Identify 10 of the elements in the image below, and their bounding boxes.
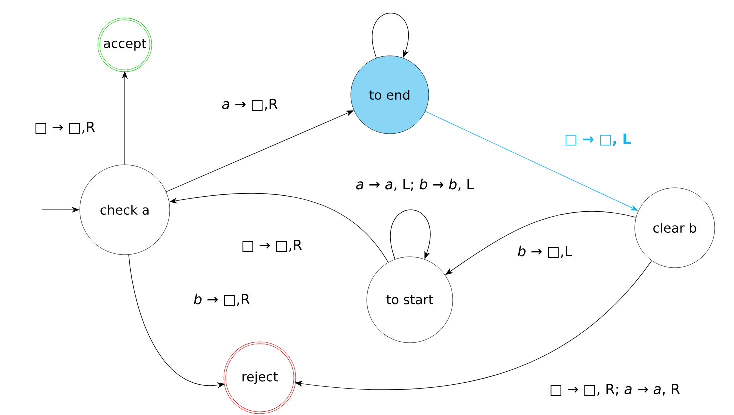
edge-label: a → □,R — [220, 98, 280, 112]
edge-label: □ → □, R; a → a, R — [548, 383, 682, 397]
edge-label: □ → □, L — [564, 132, 632, 148]
edge-label: a → a, L; b → b, L — [354, 178, 476, 192]
self-loop-arrow — [390, 210, 430, 260]
edge-label: b → □,L — [516, 244, 574, 260]
edge-label: □ → □,R — [33, 121, 97, 135]
edge-label: □ → □,R — [240, 239, 304, 253]
self-loop-arrow — [372, 13, 409, 58]
edge-label: b → □,R — [192, 292, 252, 308]
